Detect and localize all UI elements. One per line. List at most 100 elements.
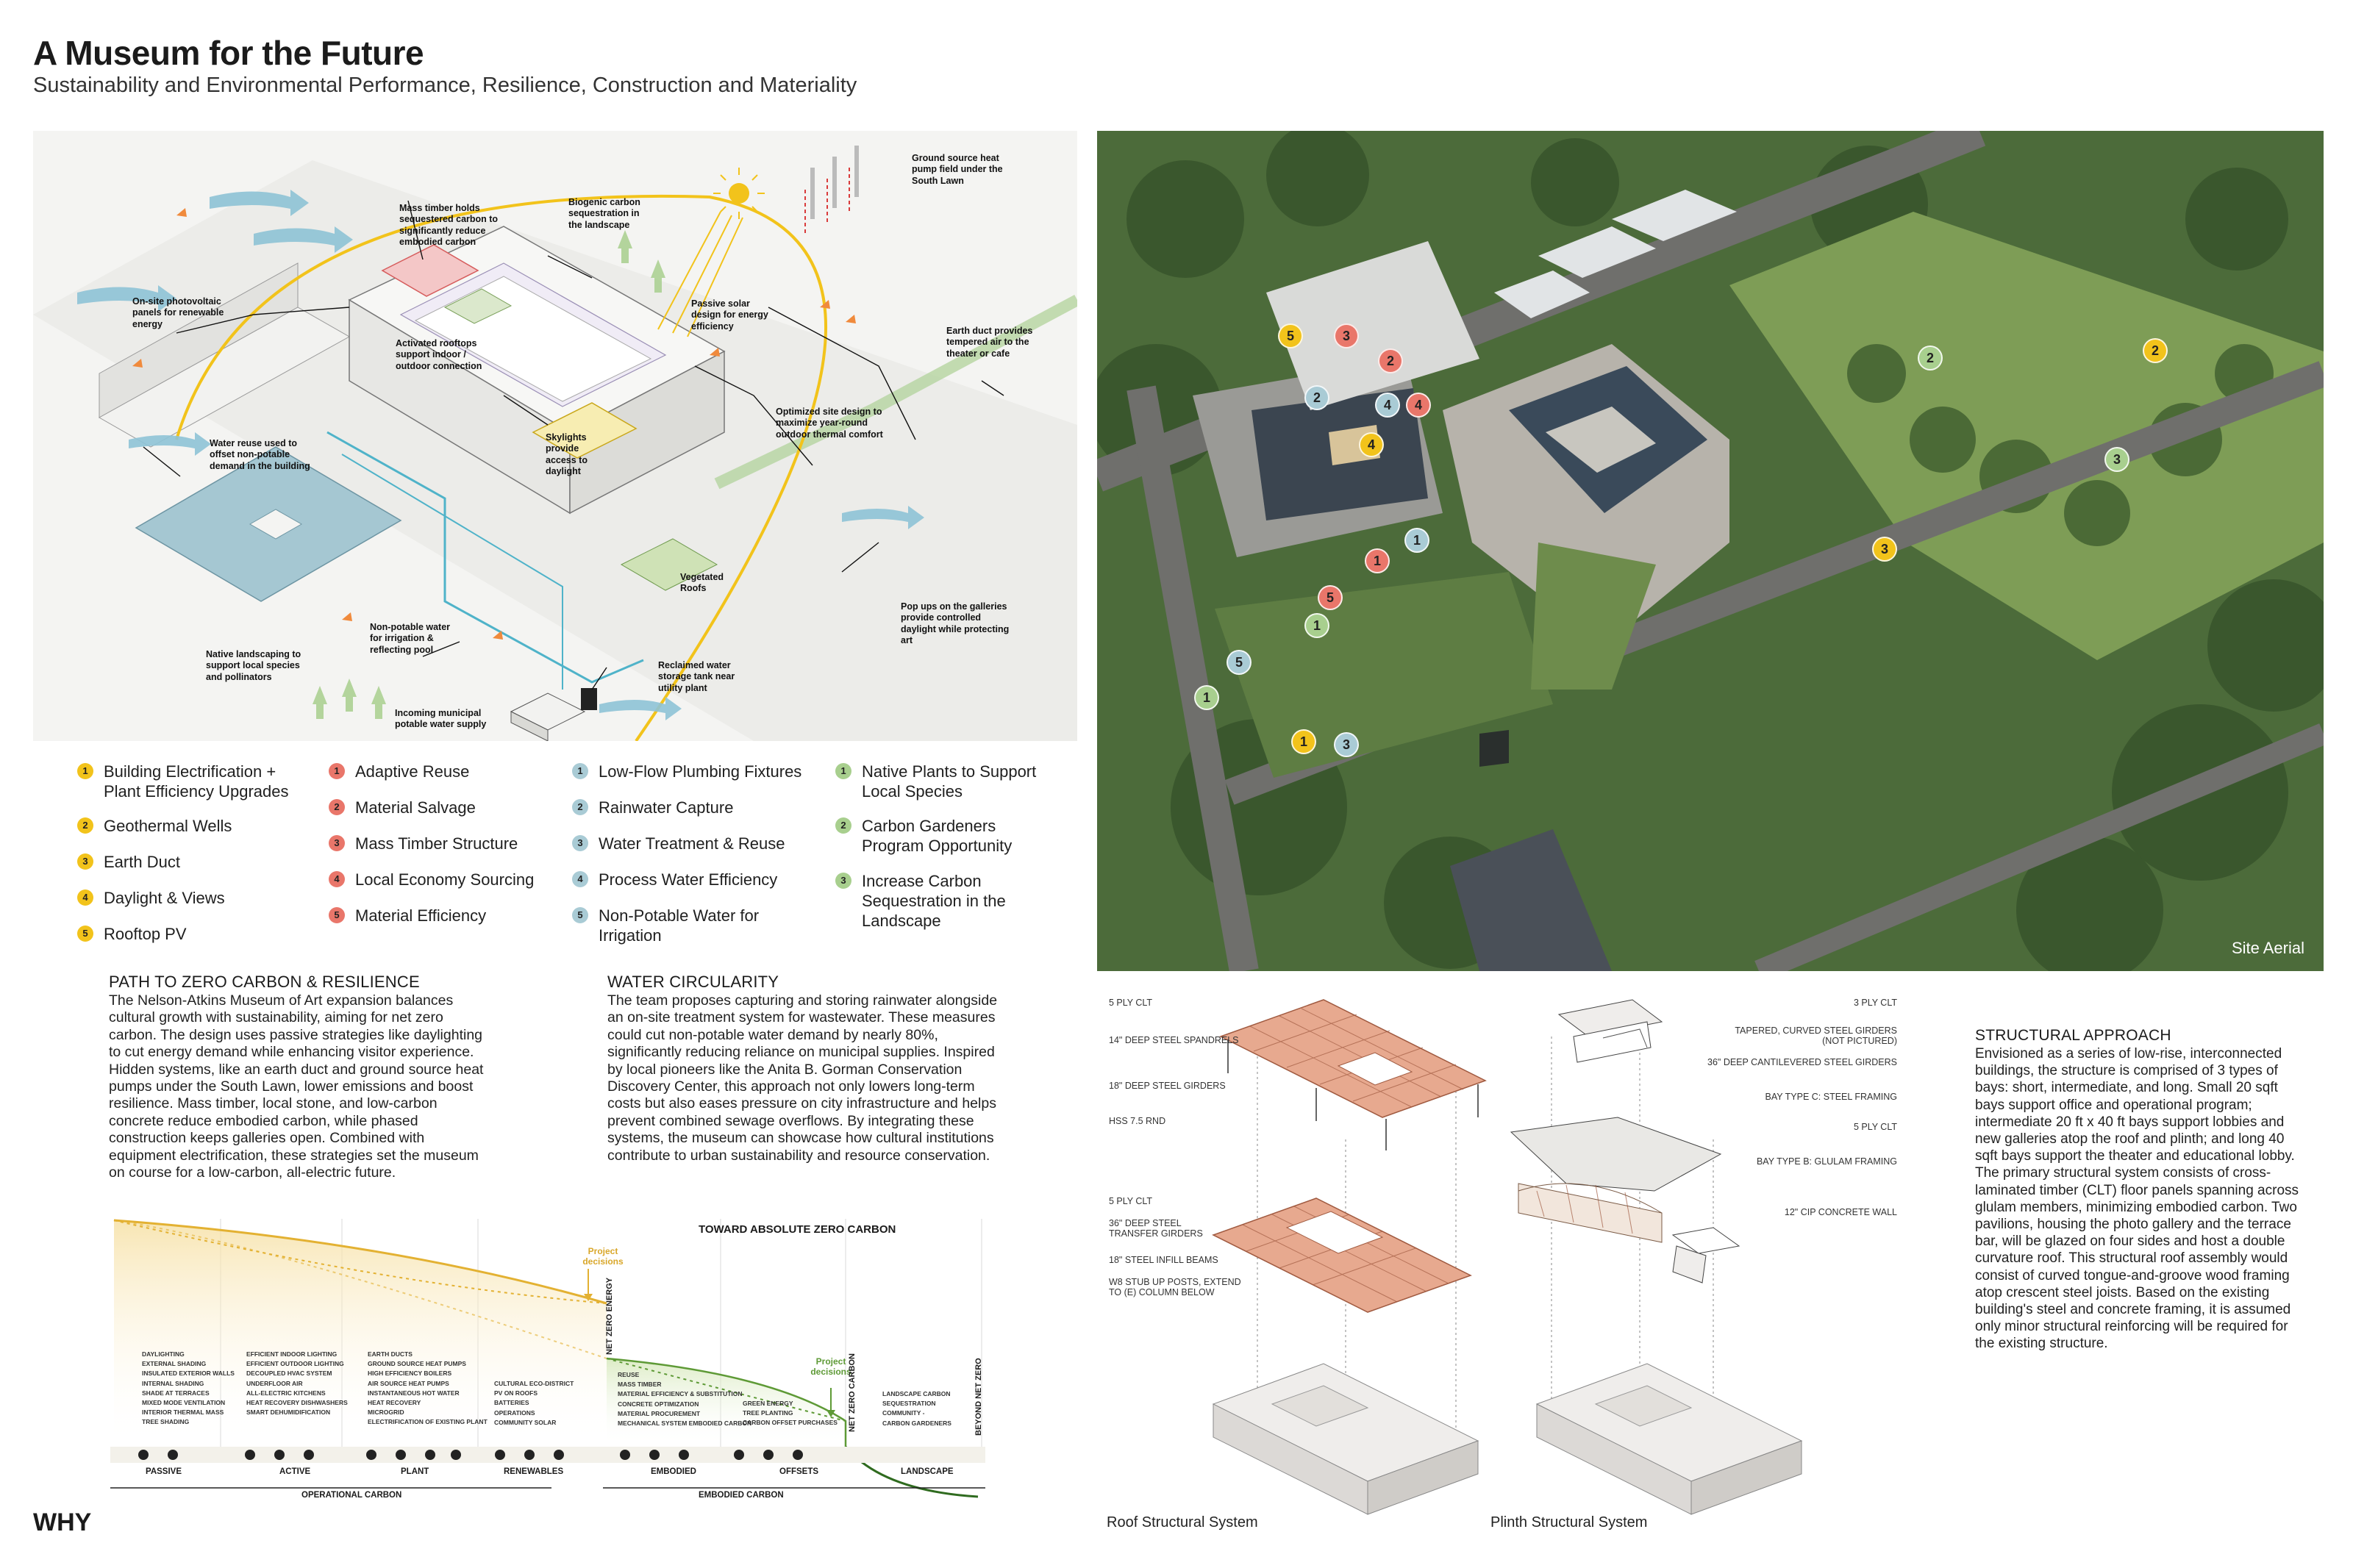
category-label: ACTIVE [279, 1467, 311, 1476]
site-pin-yellow-4: 4 [1359, 432, 1384, 457]
roof-label-stub-posts: W8 STUB UP POSTS, EXTEND TO (E) COLUMN B… [1109, 1277, 1241, 1297]
callout-skylights: Skylights provide access to daylight [546, 432, 588, 476]
category-label: PASSIVE [146, 1467, 182, 1476]
legend-item: 4 Daylight & Views [77, 888, 305, 908]
site-pin-blue-3: 3 [1334, 732, 1359, 757]
roof-structure-drawing [1212, 999, 1487, 1515]
legend-label: Rainwater Capture [599, 798, 734, 817]
legend-number-badge: 2 [572, 799, 588, 815]
legend-label: Native Plants to Support Local Species [862, 762, 1037, 801]
legend-item: 3 Water Treatment & Reuse [572, 834, 815, 853]
legend-label: Daylight & Views [104, 889, 225, 907]
category-label: EMBODIED [651, 1467, 696, 1476]
legend-label: Rooftop PV [104, 925, 187, 943]
chart-annotation-embodied: Project decisions [810, 1356, 851, 1377]
roof-label-transfer-girders: 36" DEEP STEEL TRANSFER GIRDERS [1109, 1218, 1203, 1239]
legend-item: 4 Local Economy Sourcing [329, 870, 557, 889]
plinth-label-bay-c: BAY TYPE C: STEEL FRAMING [1765, 1092, 1897, 1102]
site-aerial-label: Site Aerial [2231, 939, 2304, 957]
legend-number-badge: 4 [572, 871, 588, 887]
net-zero-carbon-label: NET ZERO CARBON [848, 1353, 857, 1432]
callout-ground-source-heat-pump: Ground source heat pump field under the … [912, 153, 1003, 186]
legend-number-badge: 1 [835, 763, 851, 779]
legend-item: 1 Native Plants to Support Local Species [835, 762, 1056, 801]
plinth-label-5ply-clt: 5 PLY CLT [1853, 1122, 1897, 1132]
site-pin-blue-2: 2 [1304, 385, 1329, 410]
callout-pop-ups: Pop ups on the galleries provide control… [901, 601, 1010, 645]
legend-number-badge: 4 [77, 889, 93, 906]
legend-item: 3 Increase Carbon Sequestration in the L… [835, 871, 1034, 931]
legend-label: Low-Flow Plumbing Fixtures [599, 762, 802, 781]
legend-number-badge: 3 [329, 835, 345, 851]
legend-number-badge: 1 [572, 763, 588, 779]
plinth-label-3ply-clt: 3 PLY CLT [1853, 998, 1897, 1008]
callout-mass-timber: Mass timber holds sequestered carbon to … [399, 203, 499, 247]
site-pin-green-1b: 1 [1194, 685, 1219, 710]
callout-earth-duct: Earth duct provides tempered air to the … [946, 326, 1033, 359]
callout-water-reuse: Water reuse used to offset non-potable d… [210, 438, 310, 471]
site-pin-red-1: 1 [1365, 548, 1390, 573]
legend-label: Process Water Efficiency [599, 870, 778, 889]
legend-number-badge: 3 [835, 873, 851, 889]
category-label: LANDSCAPE [901, 1467, 954, 1476]
plinth-label-cantilevered-girders: 36" DEEP CANTILEVERED STEEL GIRDERS [1707, 1057, 1897, 1067]
callout-photovoltaic: On-site photovoltaic panels for renewabl… [132, 296, 224, 329]
sustainability-axonometric-diagram: Mass timber holds sequestered carbon to … [33, 131, 1077, 741]
legend-label: Carbon Gardeners Program Opportunity [862, 817, 1013, 855]
axonometric-drawing [33, 146, 1077, 741]
plinth-system-caption: Plinth Structural System [1490, 1514, 1648, 1531]
roof-label-infill-beams: 18" STEEL INFILL BEAMS [1109, 1255, 1218, 1265]
legend-item: 2 Geothermal Wells [77, 816, 305, 836]
site-pin-blue-4: 4 [1375, 393, 1400, 418]
legend-label: Increase Carbon Sequestration in the Lan… [862, 872, 1006, 930]
why-label: WHY [33, 1508, 92, 1536]
category-label: RENEWABLES [504, 1467, 564, 1476]
legend-number-badge: 1 [329, 763, 345, 779]
path-section-body: The Nelson-Atkins Museum of Art expansio… [109, 992, 484, 1181]
site-pin-yellow-3: 3 [1872, 537, 1897, 562]
legend-number-badge: 4 [329, 871, 345, 887]
legend-label: Geothermal Wells [104, 817, 232, 835]
water-section-heading: WATER CIRCULARITY [607, 973, 779, 991]
roof-system-caption: Roof Structural System [1107, 1514, 1258, 1531]
legend-number-badge: 5 [77, 926, 93, 942]
site-pin-blue-1: 1 [1404, 528, 1429, 553]
legend-item: 1 Building Electrification + Plant Effic… [77, 762, 305, 801]
carbon-chart-drawing [110, 1219, 985, 1498]
site-pin-yellow-5: 5 [1278, 323, 1303, 348]
callout-biogenic-carbon: Biogenic carbon sequestration in the lan… [568, 197, 640, 230]
roof-label-girders: 18" DEEP STEEL GIRDERS [1109, 1081, 1226, 1091]
legend-item: 3 Mass Timber Structure [329, 834, 557, 853]
site-aerial-image: 5 3 2 2 4 4 4 1 1 5 1 5 1 3 1 2 2 3 3 Si… [1097, 131, 2324, 971]
legend-item: 4 Process Water Efficiency [572, 870, 815, 889]
legend-item: 3 Earth Duct [77, 852, 305, 872]
legend-number-badge: 2 [329, 799, 345, 815]
site-pin-green-1: 1 [1304, 613, 1329, 638]
roof-label-spandrels: 14" DEEP STEEL SPANDRELS [1109, 1035, 1239, 1045]
plinth-structure-drawing [1510, 999, 1803, 1515]
legend-number-badge: 2 [77, 817, 93, 834]
legend-label: Non-Potable Water for Irrigation [599, 906, 760, 945]
group-label-embodied: EMBODIED CARBON [699, 1491, 784, 1500]
chart-title: TOWARD ABSOLUTE ZERO CARBON [699, 1223, 896, 1236]
site-pin-green-3: 3 [2104, 447, 2129, 472]
aerial-drawing [1097, 131, 2324, 971]
legend-item: 5 Rooftop PV [77, 924, 305, 944]
beyond-net-zero-label: BEYOND NET ZERO [974, 1358, 983, 1436]
legend-item: 2 Carbon Gardeners Program Opportunity [835, 816, 1056, 856]
legend-item: 2 Material Salvage [329, 798, 557, 817]
legend-number-badge: 5 [329, 907, 345, 923]
chart-icons [138, 1450, 803, 1460]
callout-native-landscaping: Native landscaping to support local spec… [206, 649, 301, 682]
legend-item: 2 Rainwater Capture [572, 798, 815, 817]
legend-label: Water Treatment & Reuse [599, 834, 785, 853]
legend-label: Adaptive Reuse [355, 762, 470, 781]
structural-approach-body: Envisioned as a series of low-rise, inte… [1975, 1046, 2299, 1352]
plinth-label-tapered-girders: TAPERED, CURVED STEEL GIRDERS (NOT PICTU… [1735, 1025, 1897, 1046]
roof-label-clt-top: 5 PLY CLT [1109, 998, 1153, 1008]
